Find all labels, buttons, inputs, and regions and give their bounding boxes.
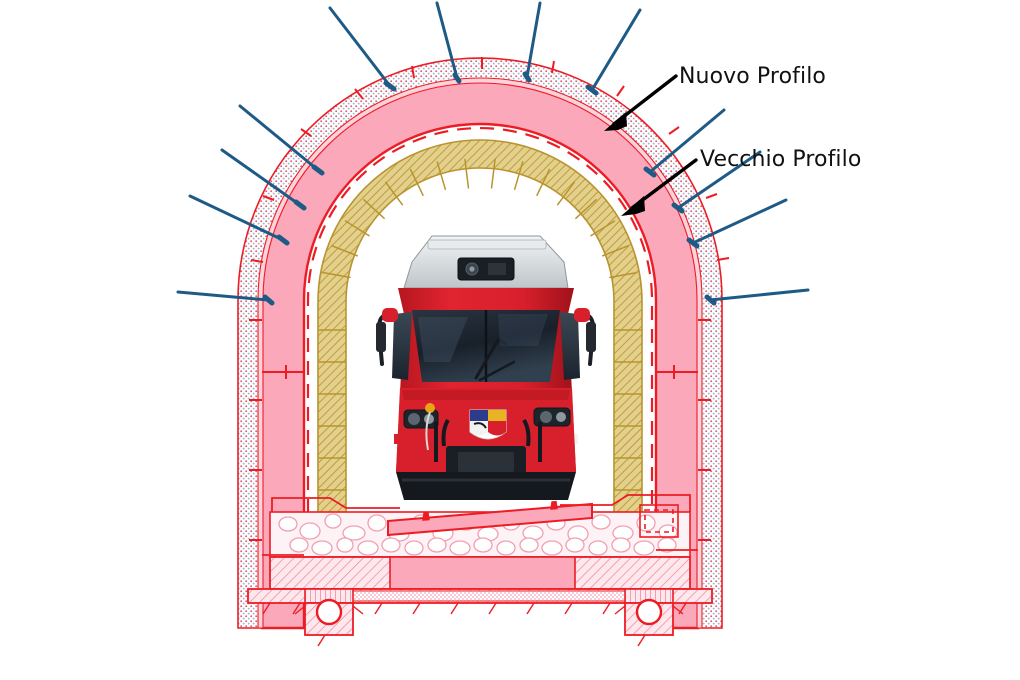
ballast-bed <box>269 511 691 558</box>
rail <box>422 500 558 521</box>
new-concrete-lining <box>257 77 703 630</box>
coat-of-arms <box>469 409 507 440</box>
drainage-pipe <box>614 588 684 647</box>
rock-bolt-group <box>176 1 810 306</box>
new-profile-arrow <box>604 74 678 131</box>
annotation-label-new-profile: Nuovo Profilo <box>679 64 826 89</box>
invert-slab <box>269 556 691 590</box>
construction-joint-mark <box>262 365 698 379</box>
sidewall-base <box>262 549 698 556</box>
invert-assembly <box>247 494 713 647</box>
walkway-ledge <box>271 494 691 512</box>
annotation-label-old-profile: Vecchio Profilo <box>700 147 862 172</box>
track-sleeper-plate <box>387 502 593 537</box>
train-photo <box>376 235 596 500</box>
excavation-tick-marks <box>249 57 730 541</box>
old-profile-dashed-line <box>306 126 654 628</box>
drainage-pipe <box>294 588 364 647</box>
cable-duct-detail <box>639 504 679 538</box>
old-profile-arrow <box>621 158 698 216</box>
